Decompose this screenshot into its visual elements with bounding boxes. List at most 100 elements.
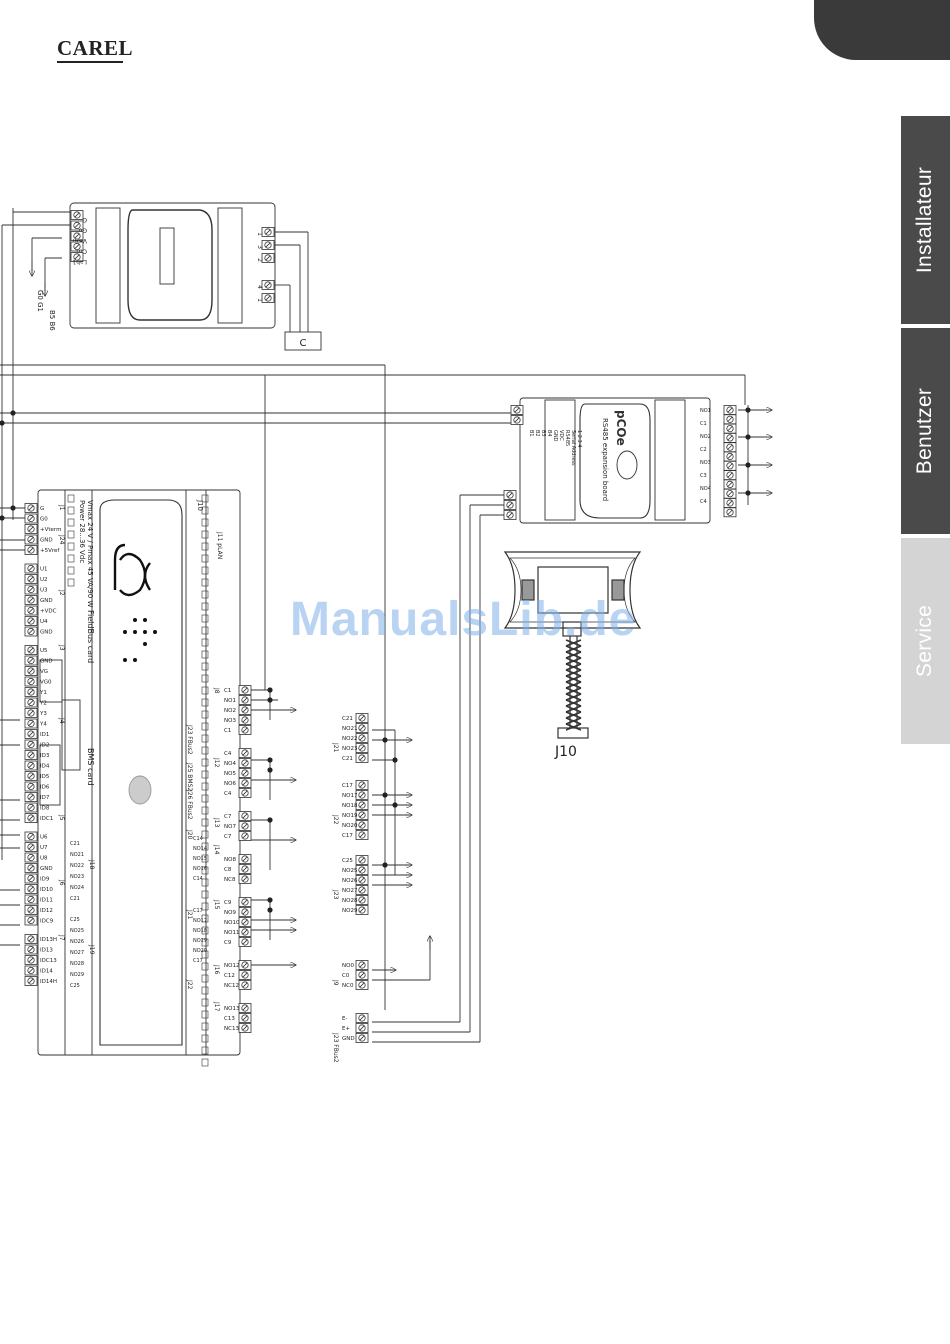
driver-right-label: 4 [256, 285, 263, 289]
expansion-logo: pCOe [614, 410, 628, 446]
expansion-right-screw [723, 405, 737, 415]
controller-left-screw [24, 813, 38, 823]
pin [201, 650, 209, 659]
controller-left-terminals: GG0+VtermGND+5VrefU1U2U3GND+VDCU4GNDU5GN… [24, 503, 61, 986]
controller-relay-label: NO7 [224, 824, 236, 830]
controller-relay-label: NO4 [224, 761, 236, 767]
expansion-title: RS485 expansion board [601, 418, 609, 501]
connector-id-label: J4 [58, 717, 65, 724]
pin [201, 1046, 209, 1055]
controller-relay-screw [238, 748, 252, 758]
controller-relay-screw [238, 725, 252, 735]
controller-left-label: IDC13 [40, 958, 57, 964]
controller-relay-label: NO2 [224, 708, 236, 714]
pin [201, 590, 209, 599]
pin [201, 986, 209, 995]
controller-relay-screw [238, 831, 252, 841]
tab-installateur[interactable]: Installateur [901, 116, 950, 324]
right-block-id: J23 FBus2 [332, 1032, 339, 1063]
expansion-right-label: NO2 [700, 434, 711, 440]
driver-terminal-label: VBAT [71, 237, 87, 244]
pin [67, 530, 75, 539]
right-block-screw [355, 980, 369, 990]
cable-segment [565, 699, 582, 707]
controller-left-label: ID2 [40, 743, 49, 749]
driver-right-label: 1 [256, 298, 263, 302]
expansion-left-label: GND [552, 430, 558, 442]
controller-left-screw [24, 626, 38, 637]
pin [201, 638, 209, 647]
pco-controller: GG0+VtermGND+5VrefU1U2U3GND+VDCU4GNDU5GN… [24, 489, 252, 1067]
right-block-label: NO26 [342, 878, 358, 884]
controller-relay-label: C13 [224, 1016, 235, 1022]
expansion-right-label: C3 [700, 473, 707, 479]
right-block-screw [355, 820, 369, 830]
pin [201, 758, 209, 767]
controller-left-label: Y4 [39, 722, 47, 728]
right-block-label: NO0 [342, 963, 354, 969]
cable-segment [565, 675, 582, 683]
pin [201, 734, 209, 743]
connector-id-label: J7 [58, 934, 65, 941]
pin [201, 782, 209, 791]
controller-relay-label: NO11 [224, 930, 239, 936]
driver-terminal-label: Ctrl [76, 248, 87, 255]
connector-id-label: J5 [58, 814, 65, 821]
right-block-label: NO23 [342, 746, 358, 752]
pin [201, 494, 209, 503]
controller-left-label: +5Vref [40, 548, 60, 554]
controller-left-screw [24, 750, 38, 760]
controller-left-screw [24, 852, 38, 863]
expansion-left-label: B3 [540, 430, 546, 437]
right-block-label: NO21 [342, 726, 357, 732]
controller-mid-label: NO20 [193, 948, 207, 954]
controller-left-screw [24, 873, 38, 884]
pin [201, 974, 209, 983]
controller-mid-label: NO19 [193, 938, 207, 944]
connector-j11-label: J11 pLAN [216, 531, 223, 559]
connector-id-label: J19 [88, 944, 95, 955]
controller-relay-label: NC12 [224, 983, 239, 989]
driver-right-label: 2 [256, 258, 263, 262]
controller-left-screw [24, 563, 38, 574]
right-block-screw [355, 960, 369, 970]
controller-relay-screw [238, 874, 252, 884]
controller-left-label: ID1 [40, 732, 49, 738]
cable-segment [565, 651, 582, 659]
controller-left-label: +VDC [40, 609, 57, 615]
expansion-right-label: NO1 [700, 408, 711, 414]
controller-left-screw [24, 574, 38, 584]
pin [201, 938, 209, 947]
controller-relay-screw [238, 960, 252, 970]
controller-relay-screw [238, 970, 252, 980]
cable-segment [565, 645, 582, 653]
right-block-label: GND [342, 1036, 355, 1042]
controller-left-label: G [40, 506, 44, 512]
connector-id-label: J23 FBus2 [186, 724, 193, 755]
controller-left-label: ID7 [40, 795, 50, 801]
controller-left-screw [24, 503, 38, 513]
controller-relay-label: C4 [224, 791, 232, 797]
right-block-label: NO22 [342, 736, 357, 742]
expansion-left-screw [503, 490, 517, 500]
controller-mid-label: NO23 [70, 874, 84, 880]
controller-relay-label: NC8 [224, 877, 236, 883]
pin [201, 962, 209, 971]
cable-segment [565, 663, 582, 671]
tab-benutzer[interactable]: Benutzer [901, 328, 950, 534]
cable-segment [565, 657, 582, 665]
cable-segment [565, 723, 582, 731]
controller-left-screw [24, 534, 38, 545]
tab-service[interactable]: Service [901, 538, 950, 744]
right-block-screw [355, 800, 369, 810]
right-block-label: E- [342, 1016, 347, 1022]
controller-left-label: GND [40, 866, 53, 872]
right-relay-blocks: C21NO21NO22NO23C21J21C17NO17NO18NO19NO20… [332, 713, 369, 1063]
pin [201, 914, 209, 923]
controller-relay-screw [238, 937, 252, 947]
connector-id-label: J2 [58, 589, 65, 596]
expansion-right-screw [723, 507, 737, 518]
